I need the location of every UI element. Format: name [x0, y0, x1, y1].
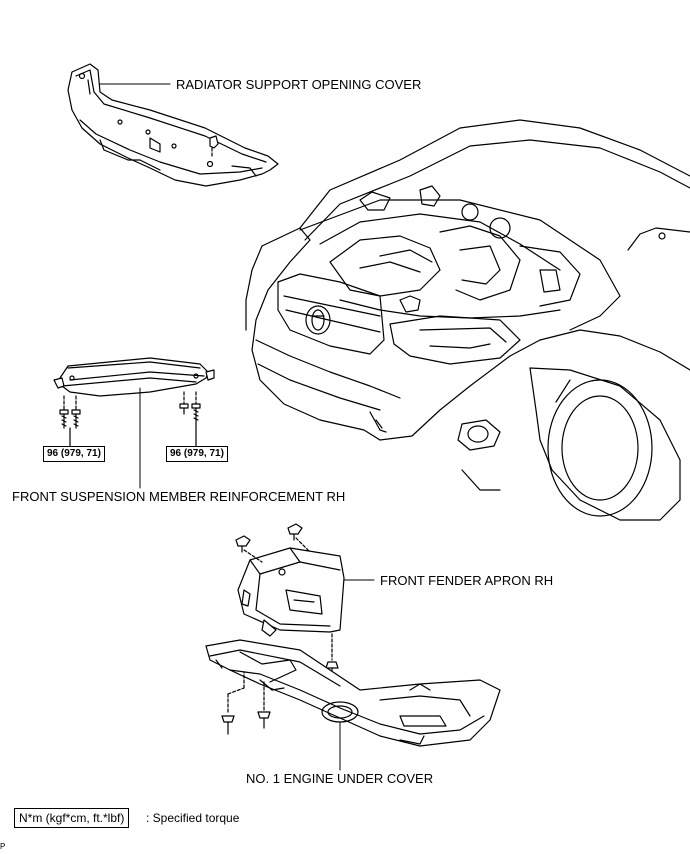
torque-legend-description: : Specified torque: [146, 811, 240, 825]
torque-unit-legend-box: N*m (kgf*cm, ft.*lbf): [14, 808, 130, 828]
radiator-support-opening-cover-label: RADIATOR SUPPORT OPENING COVER: [176, 77, 422, 92]
torque-spec-right: 96 (979, 71): [166, 446, 228, 462]
torque-spec-left: 96 (979, 71): [43, 446, 105, 462]
front-suspension-reinforcement-part: [53, 357, 215, 397]
under-cover-fasteners: [221, 671, 271, 735]
vehicle-front-part: [245, 119, 690, 521]
illustration-code: P: [0, 842, 6, 851]
engine-under-cover-part: [205, 639, 501, 747]
suspension-bolts: [59, 391, 201, 447]
front-fender-apron-part: [237, 547, 345, 637]
engine-under-cover-label: NO. 1 ENGINE UNDER COVER: [246, 771, 434, 786]
radiator-support-opening-cover-part: [67, 63, 279, 187]
front-fender-apron-label: FRONT FENDER APRON RH: [380, 573, 554, 588]
front-suspension-member-reinforcement-label: FRONT SUSPENSION MEMBER REINFORCEMENT RH: [12, 489, 346, 504]
